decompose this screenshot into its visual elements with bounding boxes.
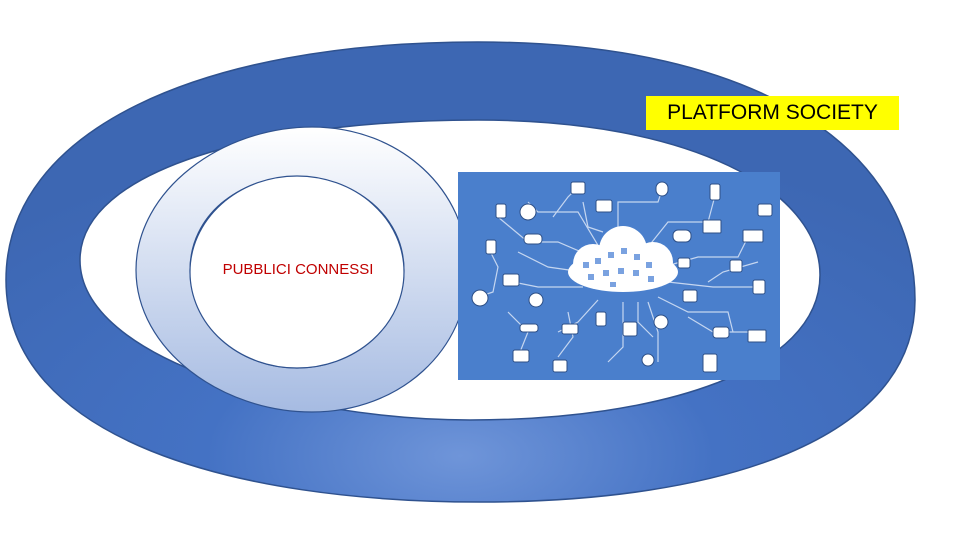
tablet-icon (702, 353, 718, 373)
car-icon (523, 233, 543, 245)
airplane-icon (519, 323, 539, 333)
laptop-icon (742, 229, 764, 243)
watch-icon (653, 314, 669, 330)
satellite-icon (752, 279, 766, 295)
gamepad-icon (672, 229, 692, 243)
drill-icon (561, 323, 579, 335)
cloud-icon (568, 226, 678, 292)
radio-icon (502, 273, 520, 287)
inner-hole (189, 175, 405, 369)
platform-society-label: PLATFORM SOCIETY (646, 96, 899, 130)
tv-icon (747, 329, 767, 343)
monitor-icon (702, 219, 722, 234)
device-icons (471, 181, 773, 373)
printer-icon (595, 199, 613, 213)
iot-network-image (458, 172, 780, 380)
lightbulb-icon (528, 292, 544, 308)
phone-icon (709, 183, 721, 201)
telephone-icon (712, 326, 730, 339)
microphone-icon (655, 181, 669, 197)
speaker-icon (495, 203, 507, 219)
pubblici-connessi-label: PUBBLICI CONNESSI (222, 261, 374, 278)
headphones-icon (519, 203, 537, 221)
fan-icon (471, 289, 489, 307)
camera-icon (570, 181, 586, 195)
